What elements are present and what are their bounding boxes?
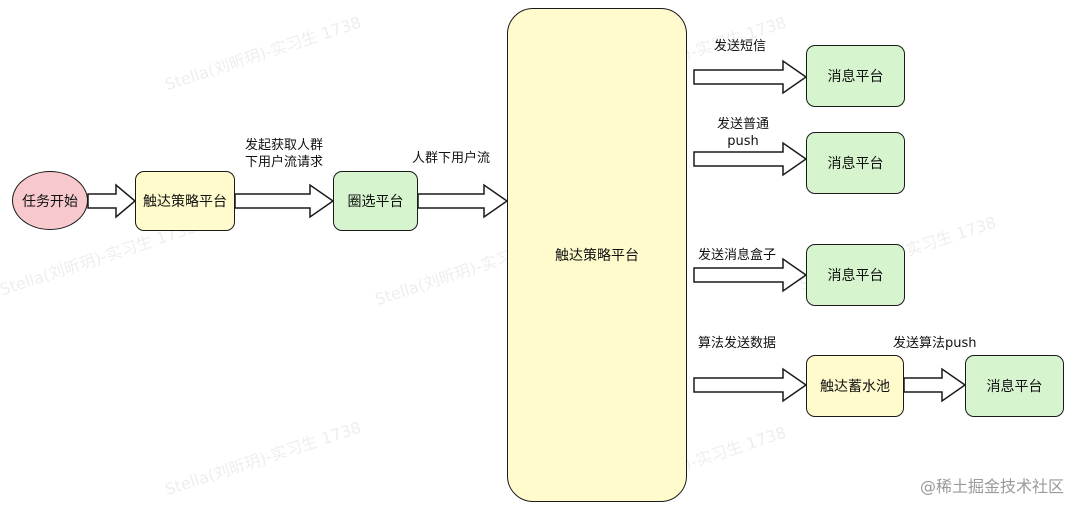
footer-attribution: @稀土掘金技术社区 xyxy=(919,477,1064,496)
arrow-to-msg2 xyxy=(693,141,808,177)
edge-label-send-box: 发送消息盒子 xyxy=(698,248,777,263)
edge-label-fetch-request: 发起获取人群 下用户流请求 xyxy=(234,137,334,171)
message-platform-node-1: 消息平台 xyxy=(806,45,905,107)
strategy-platform-node: 触达策略平台 xyxy=(135,171,235,231)
edge-label-crowd-flow: 人群下用户流 xyxy=(412,151,491,166)
message-platform-node-3: 消息平台 xyxy=(806,244,905,306)
edge-label-line: 发送普通 xyxy=(716,117,769,132)
circle-select-platform-node: 圈选平台 xyxy=(333,171,418,231)
edge-label-send-sms: 发送短信 xyxy=(714,39,767,54)
edge-label-algo-send: 算法发送数据 xyxy=(698,336,777,351)
strategy-platform-main-node: 触达策略平台 xyxy=(507,8,687,502)
arrow-to-msg1 xyxy=(693,59,808,95)
edge-label-send-push: 发送普通 push xyxy=(706,116,780,150)
message-platform-node-4: 消息平台 xyxy=(965,355,1064,417)
arrow-strategy-to-circle xyxy=(234,183,335,219)
arrow-start-to-strategy xyxy=(87,183,137,219)
arrow-to-msg3 xyxy=(693,257,808,293)
arrow-reservoir-to-msg4 xyxy=(903,367,967,403)
edge-label-line: 发起获取人群 xyxy=(244,138,323,153)
edge-label-line: push xyxy=(727,134,759,149)
edge-label-algo-push: 发送算法push xyxy=(893,336,977,351)
edge-label-line: 下用户流请求 xyxy=(244,155,323,170)
arrow-to-reservoir xyxy=(693,367,808,403)
task-start-node: 任务开始 xyxy=(12,171,88,230)
message-platform-node-2: 消息平台 xyxy=(806,132,905,194)
arrow-circle-to-big-strategy xyxy=(417,183,509,219)
reservoir-node: 触达蓄水池 xyxy=(806,355,904,417)
